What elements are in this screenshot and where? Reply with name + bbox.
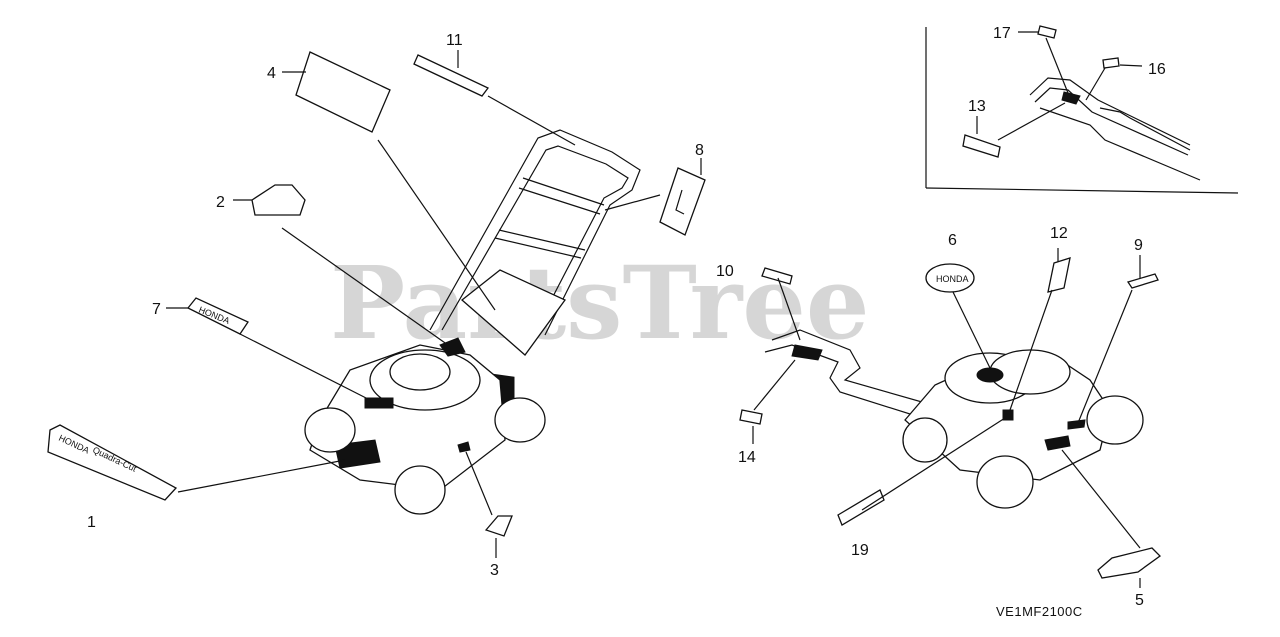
label-13[interactable] xyxy=(962,134,1001,158)
callout-12: 12 xyxy=(1050,225,1068,242)
callout-6: 6 xyxy=(948,232,957,249)
label-17[interactable] xyxy=(1037,25,1057,39)
watermark-text: PartsTree xyxy=(330,244,870,362)
callout-numbers: 4 2 7 1 11 8 3 10 6 12 9 14 19 5 17 16 1… xyxy=(87,25,1166,609)
label-7[interactable]: HONDA xyxy=(186,297,249,335)
callout-17: 17 xyxy=(993,25,1011,42)
label-8[interactable] xyxy=(659,167,706,236)
label-5[interactable] xyxy=(1097,547,1161,579)
callout-9: 9 xyxy=(1134,237,1143,254)
callout-13: 13 xyxy=(968,98,986,115)
callout-4: 4 xyxy=(267,65,276,82)
label-11[interactable] xyxy=(413,54,489,97)
callout-16: 16 xyxy=(1148,61,1166,78)
callout-3: 3 xyxy=(490,562,499,579)
label-1[interactable]: HONDA Quadra-Cut xyxy=(47,424,178,501)
callout-8: 8 xyxy=(695,142,704,159)
label-19[interactable] xyxy=(837,489,885,526)
callout-2: 2 xyxy=(216,194,225,211)
label-3[interactable] xyxy=(484,515,513,537)
callout-14: 14 xyxy=(738,449,756,466)
label-14[interactable] xyxy=(739,409,763,425)
label-16[interactable] xyxy=(1102,57,1120,69)
drawing-code: VE1MF2100C xyxy=(996,604,1083,619)
right-leader-lines xyxy=(752,248,1141,588)
label-4[interactable] xyxy=(295,51,391,133)
svg-text:HONDA: HONDA xyxy=(936,274,969,284)
callout-11: 11 xyxy=(446,32,463,49)
mower-left xyxy=(304,129,641,515)
callout-7: 7 xyxy=(152,301,161,318)
label-2[interactable] xyxy=(251,184,306,216)
callout-1: 1 xyxy=(87,514,96,531)
callout-5: 5 xyxy=(1135,592,1144,609)
inset-detail xyxy=(925,25,1239,194)
callout-10: 10 xyxy=(716,263,734,280)
label-10[interactable] xyxy=(761,267,793,285)
callout-19: 19 xyxy=(851,542,869,559)
left-leader-lines xyxy=(166,50,702,558)
label-12[interactable] xyxy=(1047,257,1071,293)
label-6[interactable]: HONDA xyxy=(925,263,975,293)
label-9[interactable] xyxy=(1126,273,1159,289)
